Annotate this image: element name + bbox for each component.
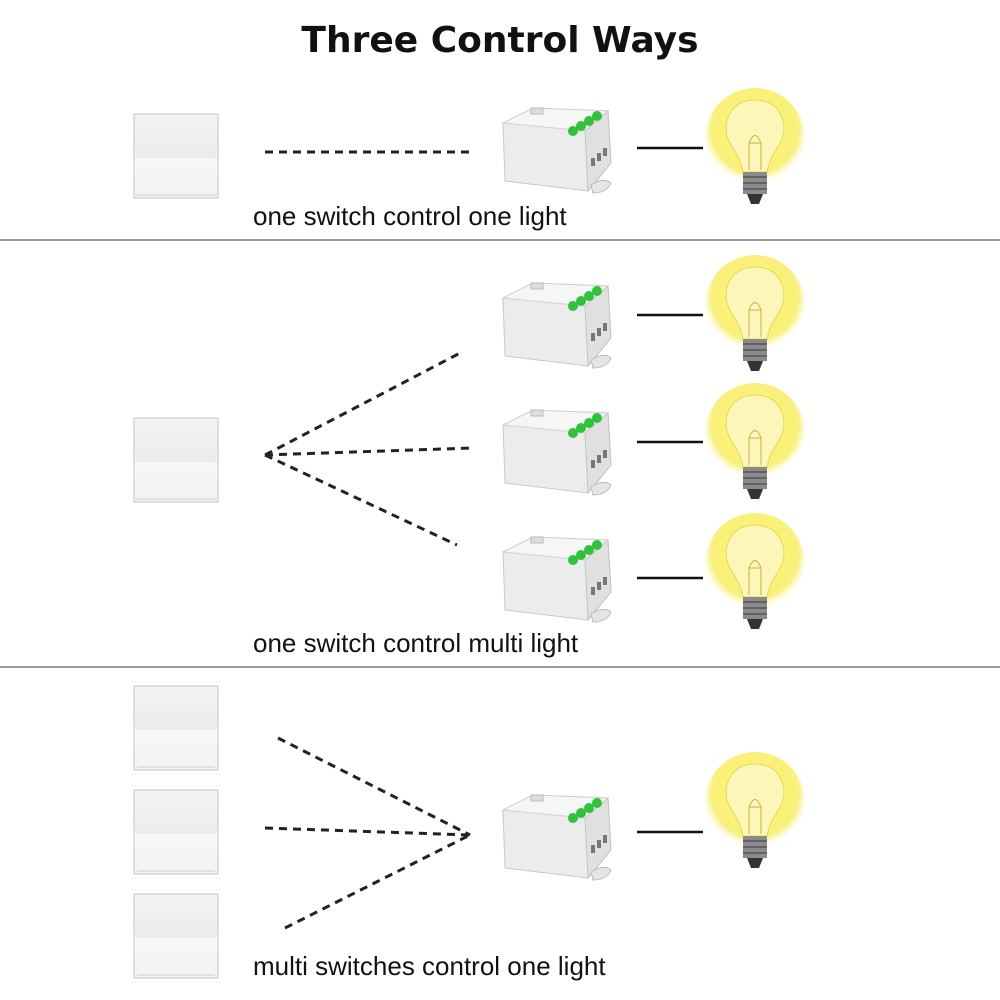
wireless-signal-line xyxy=(284,833,471,930)
light-bulb-icon xyxy=(705,752,805,869)
section-one-switch-one-light: one switch control one light xyxy=(133,88,805,231)
section-caption: one switch control one light xyxy=(253,201,567,231)
section-multi-switch-one-light: multi switches control one light xyxy=(133,685,805,981)
wireless-signal-line xyxy=(264,453,458,547)
light-bulb-icon xyxy=(705,383,805,500)
receiver-module xyxy=(502,536,612,623)
wireless-signal-line xyxy=(264,350,463,457)
wireless-signal-line xyxy=(264,446,473,457)
section-one-switch-multi-light: one switch control multi light xyxy=(133,255,805,658)
receiver-module xyxy=(502,282,612,369)
light-bulb-icon xyxy=(705,513,805,630)
light-bulb-icon xyxy=(705,88,805,205)
receiver-module xyxy=(502,409,612,496)
wall-switch xyxy=(133,685,219,771)
section-caption: one switch control multi light xyxy=(253,628,579,658)
wall-switch xyxy=(133,893,219,979)
wall-switch xyxy=(133,417,219,503)
section-caption: multi switches control one light xyxy=(253,951,606,981)
receiver-module xyxy=(502,107,612,194)
light-bulb-icon xyxy=(705,255,805,372)
page-title: Three Control Ways xyxy=(301,20,698,61)
receiver-module xyxy=(502,794,612,881)
wall-switch xyxy=(133,113,219,199)
wireless-signal-line xyxy=(277,736,471,837)
wireless-signal-line xyxy=(264,826,471,837)
wall-switch xyxy=(133,789,219,875)
